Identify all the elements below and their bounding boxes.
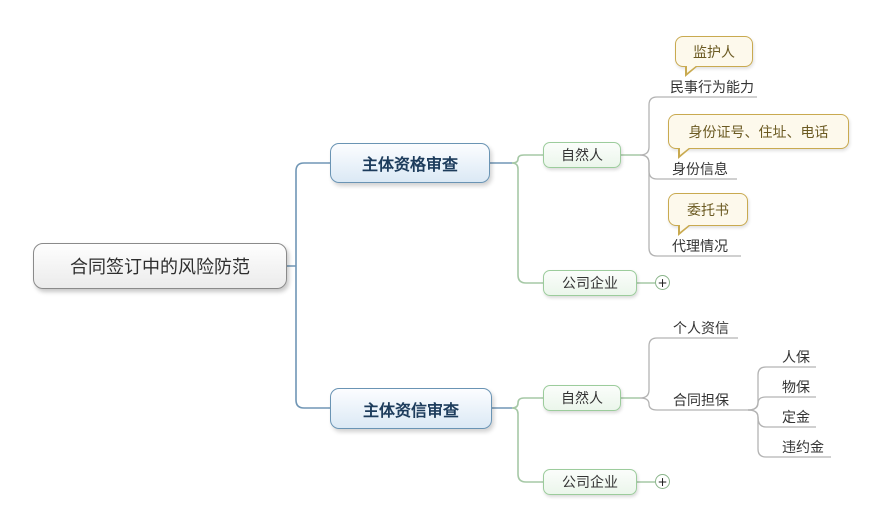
- connector-to-agency-status: [639, 154, 741, 257]
- subtopic-company-2[interactable]: 公司企业: [543, 469, 637, 495]
- gray-connectors: [639, 96, 831, 458]
- topic-identity-info[interactable]: 身份信息: [672, 162, 728, 178]
- connector-to-personal-credit: [639, 337, 738, 399]
- connector-to-civil-capacity: [639, 96, 757, 156]
- connector-to-penalty: [747, 409, 831, 458]
- connector-to-property-guarantee: [747, 396, 816, 411]
- connector-branch2-to-natural-person: [511, 397, 543, 409]
- topic-penalty[interactable]: 违约金: [782, 440, 824, 456]
- subtopic-natural-person-1[interactable]: 自然人: [543, 142, 621, 168]
- callout-guardian[interactable]: 监护人: [675, 36, 753, 77]
- topic-property-guarantee[interactable]: 物保: [782, 380, 810, 396]
- green-connectors: [511, 154, 655, 483]
- subtopic-natural-person-2[interactable]: 自然人: [543, 385, 621, 411]
- main-topic-qualification-review[interactable]: 主体资格审查: [330, 143, 490, 183]
- expand-button-company-1[interactable]: +: [655, 275, 670, 290]
- connector-to-contract-guarantee: [639, 397, 748, 411]
- topic-agency-status[interactable]: 代理情况: [672, 239, 728, 255]
- connector-branch1-to-company: [511, 162, 543, 284]
- topic-contract-guarantee[interactable]: 合同担保: [673, 393, 729, 409]
- main-topic-credit-review[interactable]: 主体资信审查: [330, 388, 492, 429]
- connector-branch1-to-natural-person: [511, 154, 543, 164]
- callout-id-address-phone[interactable]: 身份证号、住址、电话: [668, 114, 849, 159]
- topic-personal-credit[interactable]: 个人资信: [673, 321, 729, 337]
- callout-power-of-attorney[interactable]: 委托书: [668, 193, 748, 236]
- subtopic-company-1[interactable]: 公司企业: [543, 270, 637, 296]
- plus-icon: +: [657, 474, 668, 489]
- root-topic[interactable]: 合同签订中的风险防范: [33, 243, 287, 289]
- blue-connectors: [287, 162, 512, 409]
- topic-deposit[interactable]: 定金: [782, 410, 810, 426]
- connector-root-trunk: [287, 162, 330, 409]
- expand-button-company-2[interactable]: +: [655, 474, 670, 489]
- topic-civil-capacity[interactable]: 民事行为能力: [670, 80, 754, 96]
- topic-personal-guarantee[interactable]: 人保: [782, 350, 810, 366]
- connector-branch2-to-company: [511, 407, 543, 483]
- plus-icon: +: [657, 275, 668, 290]
